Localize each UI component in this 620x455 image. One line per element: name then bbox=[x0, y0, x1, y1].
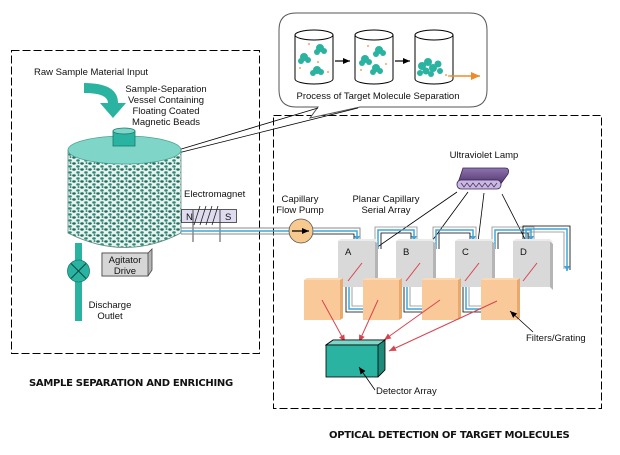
svg-text:Floating Coated: Floating Coated bbox=[132, 106, 199, 117]
svg-text:Magnetic Beads: Magnetic Beads bbox=[132, 117, 200, 128]
cell-label: C bbox=[462, 247, 469, 258]
filters-label: Filters/Grating bbox=[526, 333, 586, 344]
capillary-flow-pump bbox=[288, 218, 314, 244]
svg-text:S: S bbox=[225, 212, 231, 223]
electromagnet: N S bbox=[181, 205, 237, 242]
detector-pointer bbox=[358, 366, 376, 391]
vessel-label: Sample-Separation Vessel Containing Floa… bbox=[125, 84, 206, 128]
molecule-cluster-icon bbox=[298, 44, 327, 76]
stage-3-cylinder bbox=[414, 29, 454, 85]
cell-label: A bbox=[345, 247, 352, 258]
svg-text:Flow Pump: Flow Pump bbox=[276, 205, 324, 216]
left-section-frame bbox=[11, 50, 260, 354]
uv-lamp-label: Ultraviolet Lamp bbox=[450, 150, 519, 161]
stage-1-cylinder bbox=[294, 29, 334, 85]
detector-array bbox=[324, 339, 387, 378]
light-paths bbox=[321, 299, 498, 352]
svg-text:Outlet: Outlet bbox=[97, 311, 123, 322]
discharge-label: Discharge bbox=[89, 300, 132, 311]
electromagnet-label: Electromagnet bbox=[184, 189, 246, 200]
capillary-line bbox=[313, 227, 361, 241]
right-section-frame bbox=[273, 115, 602, 409]
capillary-cell-d: D bbox=[513, 239, 553, 290]
callout-caption: Process of Target Molecule Separation bbox=[297, 91, 460, 102]
capillary-loop bbox=[432, 226, 477, 249]
capillary-cell-b: B bbox=[396, 239, 436, 290]
capillary-array-label: Planar Capillary bbox=[352, 194, 419, 205]
pump-label: Capillary bbox=[282, 194, 319, 205]
right-section-title: OPTICAL DETECTION OF TARGET MOLECULES bbox=[329, 430, 569, 441]
filters-grating bbox=[304, 278, 520, 320]
agitator-drive: Agitator Drive bbox=[101, 248, 153, 277]
left-section-title: SAMPLE SEPARATION AND ENRICHING bbox=[29, 378, 233, 389]
filter-grating-2 bbox=[363, 278, 402, 320]
stage-2-cylinder bbox=[354, 29, 394, 85]
svg-text:Serial Array: Serial Array bbox=[361, 205, 410, 216]
filter-grating-3 bbox=[422, 278, 461, 320]
callout-leader-1 bbox=[177, 107, 319, 151]
uv-lamp-icon bbox=[456, 167, 509, 190]
molecule-cluster-icon bbox=[417, 58, 443, 77]
separation-callout: Process of Target Molecule Separation bbox=[177, 12, 488, 154]
filter-grating-4 bbox=[481, 278, 520, 320]
capillary-outlet bbox=[522, 225, 571, 271]
detector-label: Detector Array bbox=[376, 386, 437, 397]
filters-pointer bbox=[509, 310, 534, 333]
filter-grating-1 bbox=[304, 278, 343, 320]
raw-input-label: Raw Sample Material Input bbox=[34, 67, 148, 78]
cell-label: D bbox=[520, 247, 527, 258]
svg-text:Agitator: Agitator bbox=[109, 255, 142, 266]
callout-leader-2 bbox=[177, 107, 359, 154]
capillary-line bbox=[181, 227, 289, 235]
input-arrow-icon bbox=[84, 83, 126, 118]
discharge-valve-icon[interactable] bbox=[67, 259, 90, 283]
capillary-cells: A B C D bbox=[338, 239, 553, 290]
separation-vessel bbox=[67, 127, 182, 248]
svg-text:Vessel Containing: Vessel Containing bbox=[128, 95, 204, 106]
molecule-cluster-icon bbox=[359, 46, 386, 75]
svg-text:Drive: Drive bbox=[114, 266, 136, 277]
capillary-loop bbox=[491, 226, 535, 249]
svg-text:N: N bbox=[186, 212, 193, 223]
capillary-loop bbox=[374, 226, 418, 249]
svg-text:Sample-Separation: Sample-Separation bbox=[125, 84, 206, 95]
cell-label: B bbox=[403, 247, 409, 258]
